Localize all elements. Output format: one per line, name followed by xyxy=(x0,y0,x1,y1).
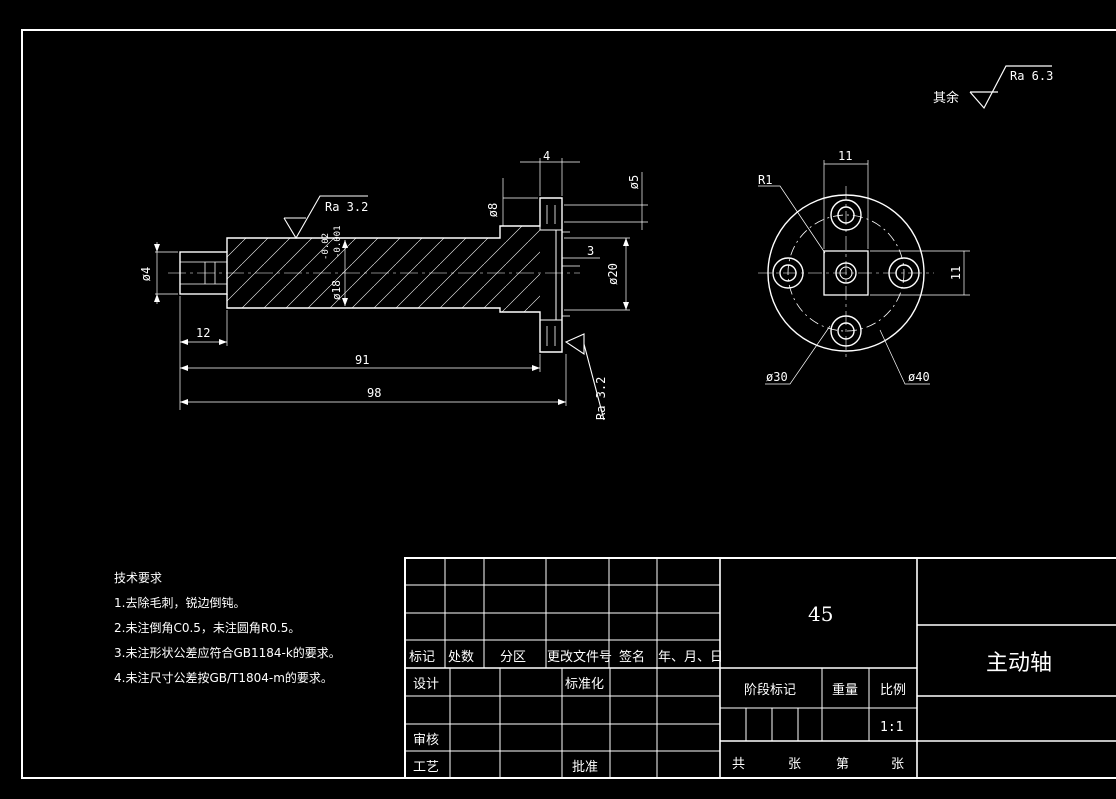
rev-header-count: 处数 xyxy=(448,650,474,665)
dim-d5: ø5 xyxy=(627,175,641,189)
standardize-label: 标准化 xyxy=(565,677,604,692)
side-view xyxy=(758,160,970,385)
note-item: 4.未注尺寸公差按GB/T1804-m的要求。 xyxy=(114,671,333,685)
dim-tol-upper: -0.02 xyxy=(321,233,331,260)
sign-row-design: 设计 xyxy=(413,677,439,692)
dim-d4: ø4 xyxy=(139,267,153,281)
roughness-symbol-icon xyxy=(564,333,605,421)
front-view xyxy=(155,158,648,421)
shaft-section-hatch xyxy=(227,226,540,312)
weight-label: 重量 xyxy=(832,682,858,698)
dimension-arrows xyxy=(154,238,629,405)
notes-title: 技术要求 xyxy=(114,571,163,585)
shaft-main-body xyxy=(226,197,563,353)
material: 45 xyxy=(808,602,833,626)
dim-91: 91 xyxy=(355,353,369,367)
note-item: 3.未注形状公差应符合GB1184-k的要求。 xyxy=(114,646,341,660)
sign-row-process: 工艺 xyxy=(413,760,439,775)
rev-header-docno: 更改文件号 xyxy=(547,650,612,665)
roughness-symbol-icon xyxy=(283,195,368,240)
note-item: 1.去除毛刺，锐边倒钝。 xyxy=(114,596,246,610)
dim-tol-lower: -0.001 xyxy=(333,225,343,258)
approve-label: 批准 xyxy=(572,760,598,775)
roughness-top-text: Ra 3.2 xyxy=(325,200,368,214)
title-block xyxy=(404,557,1116,779)
dim-11-top: 11 xyxy=(838,149,852,163)
front-view-dimension-texts: Ra 3.2 ø4 12 91 98 ø18 -0.02 -0.001 4 ø8… xyxy=(139,149,641,420)
note-item: 2.未注倒角C0.5，未注圆角R0.5。 xyxy=(114,621,301,635)
dim-r1: R1 xyxy=(758,173,772,187)
roughness-flange-text: Ra 3.2 xyxy=(594,377,608,420)
dim-flange-width: 4 xyxy=(543,149,550,163)
sign-row-review: 审核 xyxy=(413,733,439,748)
total-label: 共 xyxy=(732,757,745,772)
dim-d40: ø40 xyxy=(908,370,930,384)
side-view-dimension-texts: R1 11 11 ø30 ø40 xyxy=(758,149,963,384)
general-roughness-value: Ra 6.3 xyxy=(1010,69,1053,83)
rev-header-mark: 标记 xyxy=(409,650,435,665)
rev-header-date: 年、月、日 xyxy=(658,650,723,665)
scale-label: 比例 xyxy=(880,683,906,698)
dim-12: 12 xyxy=(196,326,210,340)
title-block-texts: 标记 处数 分区 更改文件号 签名 年、月、日 设计 审核 工艺 标准化 批准 … xyxy=(409,602,1052,775)
part-name: 主动轴 xyxy=(986,651,1052,676)
dim-d20: ø20 xyxy=(606,263,620,285)
sheet-no-label: 第 xyxy=(836,757,849,772)
dim-d30: ø30 xyxy=(766,370,788,384)
sheets-label-2: 张 xyxy=(891,757,904,772)
dim-98: 98 xyxy=(367,386,381,400)
general-roughness-note: 其余 Ra 6.3 xyxy=(933,65,1053,110)
roughness-symbol-icon xyxy=(969,65,1052,110)
general-roughness-label: 其余 xyxy=(933,90,959,106)
technical-requirements: 技术要求 1.去除毛刺，锐边倒钝。 2.未注倒角C0.5，未注圆角R0.5。 3… xyxy=(114,566,394,691)
stage-label: 阶段标记 xyxy=(744,683,796,698)
scale-value: 1:1 xyxy=(880,720,903,735)
rev-header-zone: 分区 xyxy=(500,650,526,665)
dim-step-3: 3 xyxy=(587,244,594,258)
dim-d18: ø18 xyxy=(330,280,343,300)
rev-header-sign: 签名 xyxy=(619,649,645,665)
dim-11-side: 11 xyxy=(949,266,963,280)
sheets-label-1: 张 xyxy=(788,757,801,772)
dim-d8: ø8 xyxy=(486,203,500,217)
